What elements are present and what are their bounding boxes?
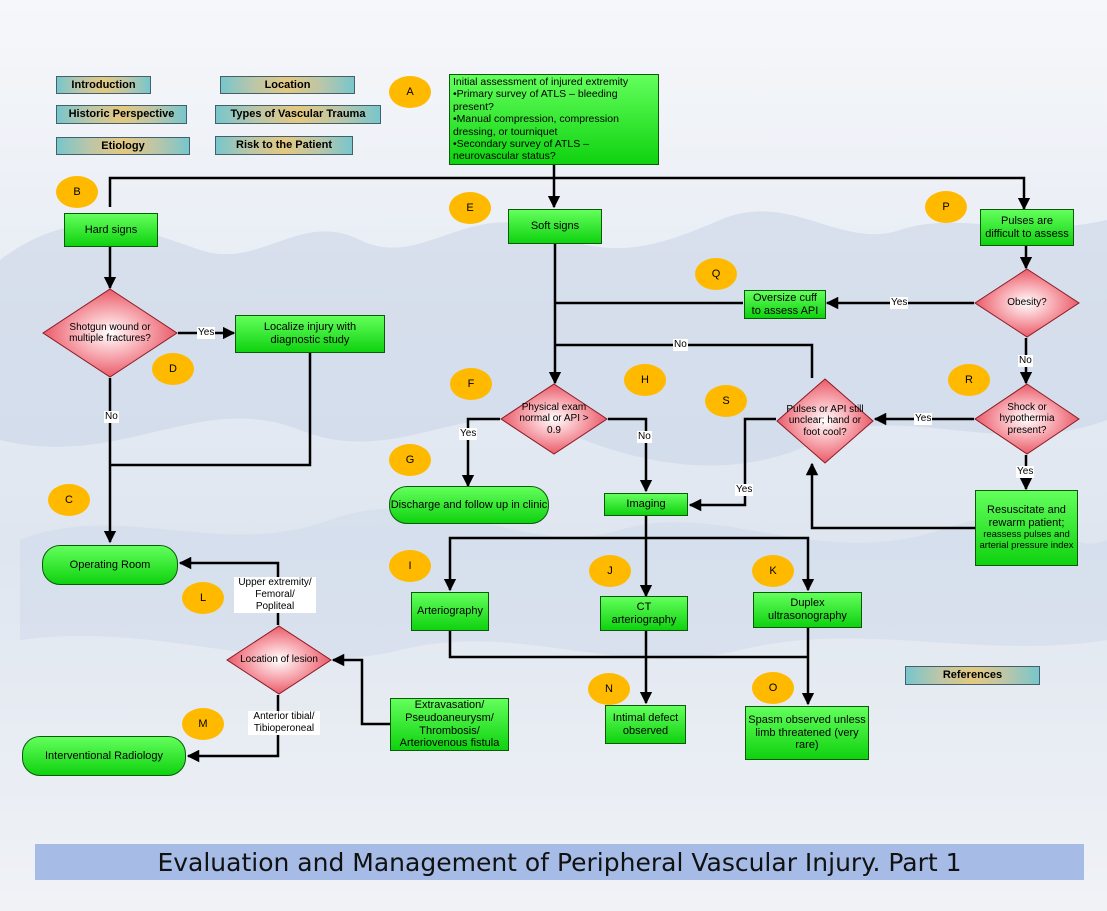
physical-exam-diamond (500, 383, 608, 455)
edge-label-obesity-no: No (1018, 355, 1033, 367)
initial-assessment-line4: •Secondary survey of ATLS – neurovascula… (453, 137, 589, 163)
badge-k[interactable]: K (752, 555, 794, 587)
badge-m[interactable]: M (182, 708, 224, 740)
interventional-radiology-terminal: Interventional Radiology (22, 736, 186, 776)
localize-injury-box: Localize injury with diagnostic study (235, 315, 385, 353)
badge-p[interactable]: P (925, 191, 967, 223)
badge-l[interactable]: L (182, 582, 224, 614)
pulses-difficult-box: Pulses are difficult to assess (980, 209, 1074, 246)
location-of-lesion-diamond (226, 625, 332, 695)
nav-historic-perspective-button[interactable]: Historic Perspective (56, 105, 187, 124)
shotgun-diamond (42, 288, 178, 378)
pulses-unclear-diamond (776, 378, 874, 464)
nav-references-button[interactable]: References (905, 666, 1040, 685)
badge-b[interactable]: B (56, 176, 98, 208)
pulses-unclear-question: Pulses or API still unclear; hand or foo… (786, 403, 864, 438)
obesity-diamond (974, 268, 1080, 338)
nav-types-of-vascular-trauma-button[interactable]: Types of Vascular Trauma (215, 105, 381, 124)
edge-label-exam-yes: Yes (459, 428, 478, 440)
spasm-box: Spasm observed unless limb threatened (v… (745, 706, 869, 760)
nav-location-button[interactable]: Location (220, 76, 355, 94)
edge-label-shotgun-no: No (104, 411, 119, 423)
discharge-terminal: Discharge and follow up in clinic (389, 486, 549, 524)
edge-label-shock-down-yes: Yes (1016, 466, 1035, 478)
arteriography-box: Arteriography (411, 592, 489, 631)
location-of-lesion-question: Location of lesion (240, 654, 318, 666)
extravasation-box: Extravasation/ Pseudoaneurysm/ Thrombosi… (390, 698, 509, 751)
edge-label-shotgun-yes: Yes (197, 327, 216, 339)
duplex-ultrasonography-box: Duplex ultrasonography (753, 592, 862, 628)
edge-label-exam-no: No (637, 431, 652, 443)
badge-s[interactable]: S (705, 385, 747, 417)
resuscitate-main-text: Resuscitate and rewarm patient; (987, 504, 1066, 530)
edge-label-shock-yes: Yes (914, 413, 933, 425)
oversize-cuff-box: Oversize cuff to assess API (744, 290, 826, 319)
imaging-box: Imaging (604, 493, 688, 516)
badge-e[interactable]: E (449, 192, 491, 224)
edge-label-unclear-yes: Yes (735, 484, 754, 496)
edge-label-obesity-yes: Yes (890, 297, 909, 309)
edge-label-anterior-tibial: Anterior tibial/ Tibioperoneal (248, 711, 320, 735)
edge-label-upper-extremity: Upper extremity/ Femoral/ Popliteal (234, 577, 316, 613)
initial-assessment-line2: •Primary survey of ATLS – bleeding prese… (453, 88, 618, 113)
shock-question: Shock or hypothermia present? (999, 401, 1055, 436)
badge-r[interactable]: R (948, 364, 990, 396)
physical-exam-question: Physical exam normal or API > 0.9 (519, 401, 589, 436)
badge-q[interactable]: Q (695, 258, 737, 290)
badge-o[interactable]: O (752, 672, 794, 704)
badge-d[interactable]: D (152, 353, 194, 385)
badge-j[interactable]: J (589, 555, 631, 587)
page-title: Evaluation and Management of Peripheral … (35, 844, 1084, 880)
badge-i[interactable]: I (389, 550, 431, 582)
shotgun-question: Shotgun wound or multiple fractures? (69, 321, 151, 345)
hard-signs-box: Hard signs (64, 213, 158, 247)
badge-c[interactable]: C (48, 484, 90, 516)
ct-arteriography-box: CT arteriography (600, 596, 688, 631)
badge-f[interactable]: F (450, 368, 492, 400)
badge-a[interactable]: A (389, 76, 431, 108)
badge-h[interactable]: H (624, 364, 666, 396)
initial-assessment-box: Initial assessment of injured extremity … (449, 74, 659, 165)
badge-g[interactable]: G (389, 444, 431, 476)
obesity-question: Obesity? (1007, 297, 1047, 309)
initial-assessment-line1: Initial assessment of injured extremity (453, 76, 629, 88)
resuscitate-box: Resuscitate and rewarm patient; reassess… (975, 490, 1078, 566)
intimal-defect-box: Intimal defect observed (605, 705, 686, 744)
operating-room-terminal: Operating Room (42, 545, 178, 585)
shock-diamond (974, 383, 1080, 455)
nav-etiology-button[interactable]: Etiology (56, 137, 190, 155)
resuscitate-sub-text: reassess pulses and arterial pressure in… (979, 528, 1074, 551)
edge-label-unclear-no: No (673, 339, 688, 351)
soft-signs-box: Soft signs (508, 209, 602, 244)
badge-n[interactable]: N (588, 673, 630, 705)
nav-introduction-button[interactable]: Introduction (56, 76, 151, 94)
initial-assessment-line3: •Manual compression, compression dressin… (453, 113, 619, 138)
nav-risk-to-the-patient-button[interactable]: Risk to the Patient (215, 136, 353, 155)
